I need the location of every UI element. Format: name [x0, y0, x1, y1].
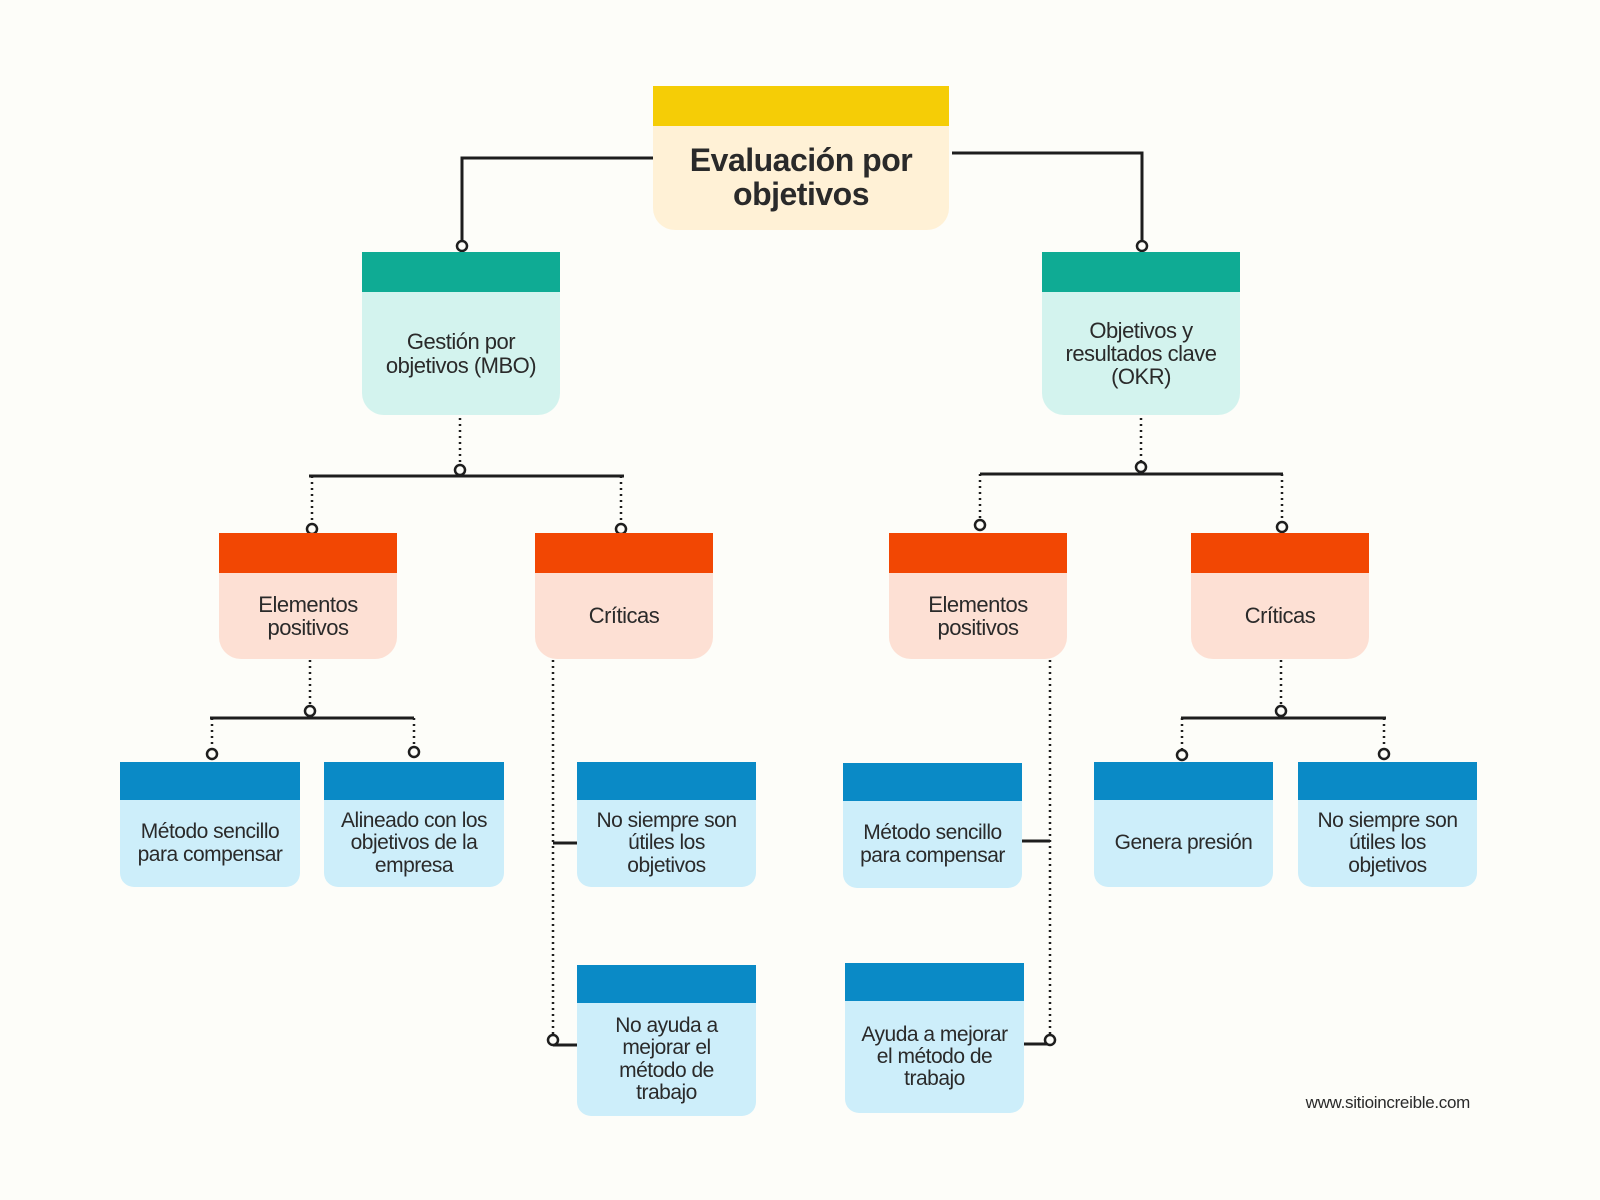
okr-critics-item-1: Genera presión	[1094, 762, 1273, 887]
item-header-bar	[120, 762, 300, 800]
okr-positive-node: Elementos positivos	[889, 533, 1067, 659]
category-label: Críticas	[588, 603, 660, 629]
category-label: Elementos positivos	[258, 591, 358, 640]
item-header-bar	[1298, 762, 1477, 800]
item-label: No siempre son útiles los objetivos	[1317, 809, 1458, 877]
item-header-bar	[845, 963, 1024, 1001]
item-header-bar	[324, 762, 504, 800]
mbo-positive-item-2: Alineado con los objetivos de la empresa	[324, 762, 504, 887]
mbo-positive-item-1: Método sencillo para compensar	[120, 762, 300, 887]
item-header-bar	[577, 762, 756, 800]
root-title: Evaluación por objetivos	[689, 142, 913, 212]
item-header-bar	[1094, 762, 1273, 800]
item-label: Alineado con los objetivos de la empresa	[340, 809, 488, 877]
category-header-bar	[1191, 533, 1369, 573]
root-node: Evaluación por objetivos	[653, 86, 949, 230]
branch-label: Objetivos y resultados clave (OKR)	[1065, 317, 1217, 390]
category-header-bar	[889, 533, 1067, 573]
category-label: Elementos positivos	[928, 591, 1028, 640]
mbo-critics-node: Críticas	[535, 533, 713, 659]
website-credit: www.sitioincreible.com	[1305, 1093, 1471, 1112]
item-label: Método sencillo para compensar	[860, 821, 1005, 867]
item-header-bar	[577, 965, 756, 1003]
category-header-bar	[219, 533, 397, 573]
branch-mbo-node: Gestión por objetivos (MBO)	[362, 252, 560, 415]
category-header-bar	[535, 533, 713, 573]
branch-header-bar	[362, 252, 560, 292]
root-header-bar	[653, 86, 949, 126]
item-label: Genera presión	[1114, 831, 1253, 855]
item-label: No ayuda a mejorar el método de trabajo	[615, 1014, 718, 1104]
item-label: Ayuda a mejorar el método de trabajo	[861, 1022, 1008, 1091]
okr-positive-item-1: Método sencillo para compensar	[843, 763, 1022, 888]
okr-positive-item-2: Ayuda a mejorar el método de trabajo	[845, 963, 1024, 1113]
mbo-critics-item-1: No siempre son útiles los objetivos	[577, 762, 756, 887]
okr-critics-node: Críticas	[1191, 533, 1369, 659]
branch-header-bar	[1042, 252, 1240, 292]
okr-critics-item-2: No siempre son útiles los objetivos	[1298, 762, 1477, 887]
category-label: Críticas	[1244, 603, 1316, 629]
mbo-critics-item-2: No ayuda a mejorar el método de trabajo	[577, 965, 756, 1116]
branch-label: Gestión por objetivos (MBO)	[385, 329, 537, 378]
mbo-positive-node: Elementos positivos	[219, 533, 397, 659]
item-header-bar	[843, 763, 1022, 801]
branch-okr-node: Objetivos y resultados clave (OKR)	[1042, 252, 1240, 415]
item-label: No siempre son útiles los objetivos	[596, 809, 737, 877]
item-label: Método sencillo para compensar	[137, 820, 283, 866]
